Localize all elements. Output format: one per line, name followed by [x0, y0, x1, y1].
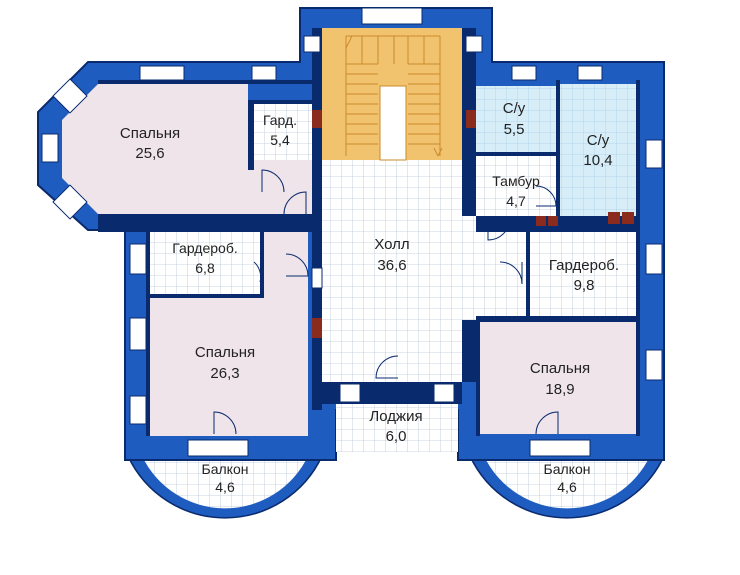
window: [433, 383, 455, 403]
window: [577, 65, 603, 81]
vent: [622, 212, 634, 224]
label-bedroom-nw-area: 25,6: [135, 145, 164, 162]
vent: [312, 110, 322, 128]
label-bath-2-area: 10,4: [583, 152, 612, 169]
room-bath-2: [560, 84, 640, 216]
label-bedroom-sw-area: 26,3: [210, 365, 239, 382]
label-wardrobe-w-area: 6,8: [195, 260, 215, 276]
window: [251, 65, 277, 81]
label-balcony-e-area: 4,6: [557, 479, 577, 495]
window: [339, 383, 361, 403]
room-loggia: [336, 404, 458, 452]
window: [129, 243, 147, 275]
window: [361, 7, 423, 25]
vent: [608, 212, 620, 224]
window: [465, 35, 483, 53]
window: [645, 243, 663, 275]
window: [139, 65, 185, 81]
label-balcony-w-area: 4,6: [215, 479, 235, 495]
window: [645, 139, 663, 169]
room-bath-1: [476, 86, 556, 152]
windows: [41, 7, 663, 457]
door-swing: [253, 261, 262, 283]
room-bedroom-se: [480, 322, 638, 434]
door-swing: [487, 217, 511, 241]
label-hall-area: 36,6: [377, 257, 406, 274]
label-balcony-e-name: Балкон: [544, 461, 591, 477]
label-bedroom-se-area: 18,9: [545, 381, 574, 398]
door-swing: [535, 185, 557, 207]
interior-walls: [98, 28, 640, 436]
room-bedroom-sw: [150, 232, 308, 436]
window: [41, 133, 59, 163]
window: [52, 78, 88, 114]
label-bedroom-sw-name: Спальня: [195, 344, 255, 361]
door-swing: [261, 169, 285, 193]
stair-well: [379, 85, 407, 161]
label-hall-name: Холл: [374, 236, 409, 253]
door-swing: [535, 411, 559, 435]
label-bath-1-area: 5,5: [504, 121, 525, 138]
label-balcony-w-name: Балкон: [202, 461, 249, 477]
label-bedroom-nw-name: Спальня: [120, 125, 180, 142]
label-vestibule-area: 4,7: [506, 193, 526, 209]
label-bath-1-name: С/у: [503, 100, 526, 117]
vent: [466, 110, 476, 128]
doors: [213, 169, 559, 435]
label-vestibule-name: Тамбур: [492, 173, 540, 189]
room-hall-ext: [462, 216, 528, 320]
window: [187, 439, 249, 457]
window: [303, 35, 321, 53]
staircase: [345, 35, 443, 157]
window: [645, 349, 663, 381]
balcony-west: [126, 455, 324, 519]
room-hall: [322, 160, 462, 382]
room-gard-small: [250, 104, 312, 160]
balcony-east: [468, 455, 666, 519]
vent: [548, 216, 558, 226]
window: [311, 267, 323, 289]
window: [52, 184, 88, 220]
label-loggia-area: 6,0: [386, 428, 407, 445]
chimney-vents: [312, 110, 634, 338]
door-swing: [213, 411, 237, 435]
label-gard-small-name: Гард.: [263, 112, 297, 128]
vent: [536, 216, 546, 226]
label-wardrobe-e-area: 9,8: [574, 277, 595, 294]
room-wardrobe-w: [150, 232, 260, 294]
label-gard-small-area: 5,4: [270, 132, 290, 148]
door-swing: [499, 261, 523, 285]
door-swing: [285, 253, 309, 277]
label-loggia-name: Лоджия: [369, 408, 422, 425]
label-wardrobe-w-name: Гардероб.: [172, 240, 237, 256]
room-bedroom-nw: [62, 84, 312, 214]
room-wardrobe-e: [530, 232, 640, 316]
door-swing: [283, 191, 307, 215]
door-swing: [375, 355, 399, 379]
window: [511, 65, 537, 81]
window: [129, 395, 147, 425]
vent: [312, 318, 322, 338]
label-bath-2-name: С/у: [587, 132, 610, 149]
label-bedroom-se-name: Спальня: [530, 360, 590, 377]
label-wardrobe-e-name: Гардероб.: [549, 257, 619, 274]
window: [129, 317, 147, 351]
window: [529, 439, 591, 457]
